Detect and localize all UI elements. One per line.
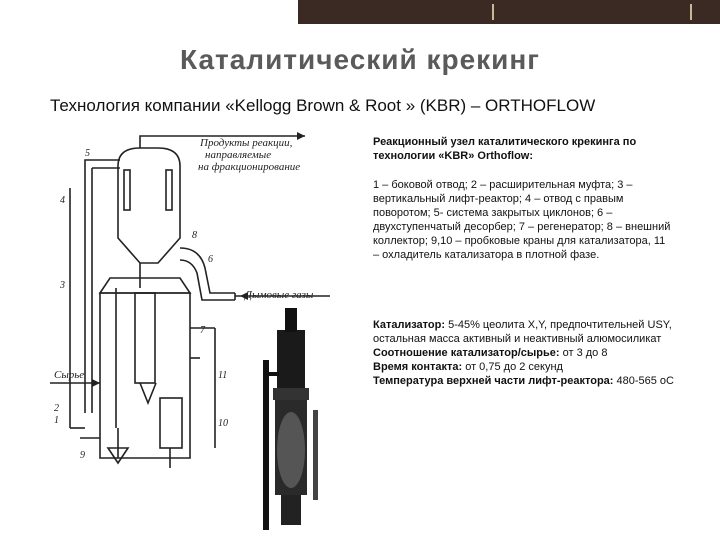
reactor-photo [255,300,330,535]
top-bar-accent [298,0,720,24]
top-bar [0,0,720,24]
label-feed: Сырье [54,369,84,381]
schematic-legend: 1 – боковой отвод; 2 – расширительная му… [373,179,671,261]
callout-9: 9 [80,450,85,461]
schematic-caption: Реакционный узел каталитического крекинг… [373,136,637,162]
top-bar-tick [492,4,494,20]
slide-title: Каталитический крекинг [180,44,540,75]
callout-3: 3 [59,280,65,291]
label-flue-gas: Дымовые газы [244,289,314,301]
param-catalyst: Катализатор: 5-45% цеолита X,Y, предпочт… [373,319,672,345]
callout-8: 8 [192,230,197,241]
callout-11: 11 [218,370,227,381]
process-parameters: Катализатор: 5-45% цеолита X,Y, предпочт… [373,318,713,388]
callout-4: 4 [60,195,65,206]
callout-2: 2 [54,403,59,414]
param-contact-time: Время контакта: от 0,75 до 2 секунд [373,361,563,373]
label-products-2: направляемые [205,149,271,161]
slide-subtitle: Технология компании «Kellogg Brown & Roo… [50,96,596,115]
param-ratio: Соотношение катализатор/сырье: от 3 до 8 [373,347,608,359]
label-products: Продукты реакции, [199,137,293,149]
callout-10: 10 [218,418,228,429]
param-temperature: Температура верхней части лифт-реактора:… [373,375,674,387]
callout-7: 7 [200,325,206,336]
callout-5: 5 [85,148,90,159]
reactor-schematic: Продукты реакции, направляемые на фракци… [50,132,330,468]
callout-1: 1 [54,415,59,426]
label-products-3: на фракционирование [198,161,300,173]
top-bar-tick [690,4,692,20]
callout-6: 6 [208,254,213,265]
